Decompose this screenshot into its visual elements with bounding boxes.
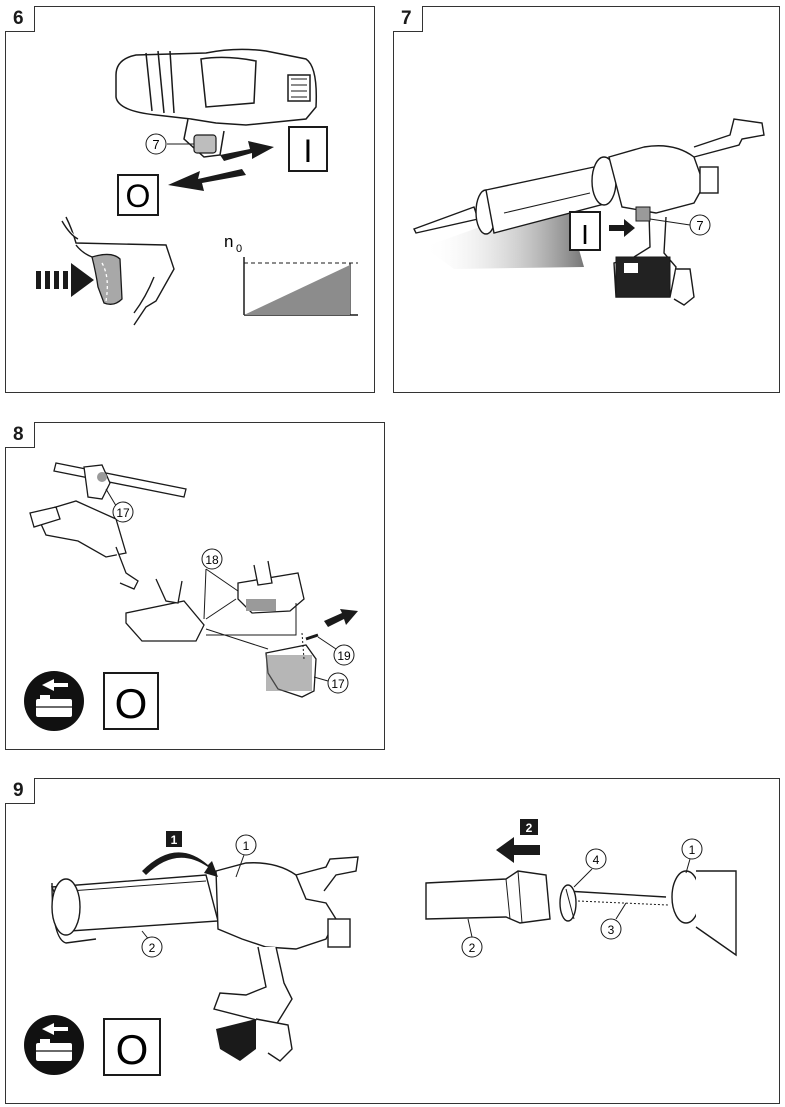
arrow-icon (609, 219, 635, 237)
switch-7-highlight[interactable] (635, 206, 651, 222)
panel-7-illustration: I 7 (413, 118, 765, 306)
graph-axis-label: n (224, 232, 233, 251)
switch-off-symbol: O (115, 680, 148, 727)
callout-17b: 17 (331, 677, 345, 691)
callout-17a: 17 (116, 506, 130, 520)
callout-2b: 2 (469, 941, 476, 955)
rotate-arrow-icon (142, 852, 218, 877)
panel-7: 7 I 7 (393, 6, 780, 393)
panel-7-number: 7 (393, 6, 423, 32)
switch-off-symbol: O (116, 1026, 149, 1073)
step-2-badge: 2 (526, 821, 533, 835)
panel-6-illustration: 7 I O n 0 (36, 48, 358, 326)
panel-6: 6 7 I O (5, 6, 375, 393)
panel-9: 9 1 1 2 (5, 778, 780, 1104)
switch-off-symbol: O (126, 178, 151, 214)
arrow-off-icon (168, 169, 246, 191)
panel-8: 8 17 18 19 (5, 422, 385, 750)
cartridge-tube-right (425, 870, 551, 924)
battery-remove-icon (24, 1015, 84, 1075)
arrow-icon (496, 837, 540, 863)
panel-8-number: 8 (5, 422, 35, 448)
panel-6-number: 6 (5, 6, 35, 32)
callout-19: 19 (337, 649, 351, 663)
callout-3: 3 (608, 923, 615, 937)
panel-8-illustration: 17 18 19 17 O (24, 462, 358, 731)
callout-7 (145, 133, 167, 155)
speed-graph (243, 257, 358, 316)
battery-remove-icon (24, 671, 84, 731)
callout-18: 18 (205, 553, 219, 567)
callout-2a: 2 (149, 941, 156, 955)
panel-9-number: 9 (5, 778, 35, 804)
callout-1b: 1 (689, 843, 696, 857)
caulking-gun-icon (413, 118, 765, 306)
switch-7-highlight[interactable] (193, 134, 217, 154)
arrow-icon (324, 609, 358, 627)
hanging-rail (53, 462, 187, 498)
graph-axis-subscript: 0 (236, 243, 242, 255)
panel-9-illustration: 1 1 2 2 4 1 3 2 (24, 819, 737, 1076)
callout-7: 7 (696, 218, 703, 233)
push-arrow-icon (36, 263, 94, 297)
tool-base-left (125, 600, 205, 642)
trigger-highlight (91, 253, 123, 305)
switch-on-symbol: I (304, 133, 313, 169)
callout-1a: 1 (243, 839, 250, 853)
callout-7-text: 7 (152, 137, 159, 152)
switch-on-symbol: I (581, 219, 589, 250)
step-1-badge: 1 (171, 833, 178, 847)
arrow-on-icon (220, 141, 274, 161)
callout-4: 4 (593, 853, 600, 867)
